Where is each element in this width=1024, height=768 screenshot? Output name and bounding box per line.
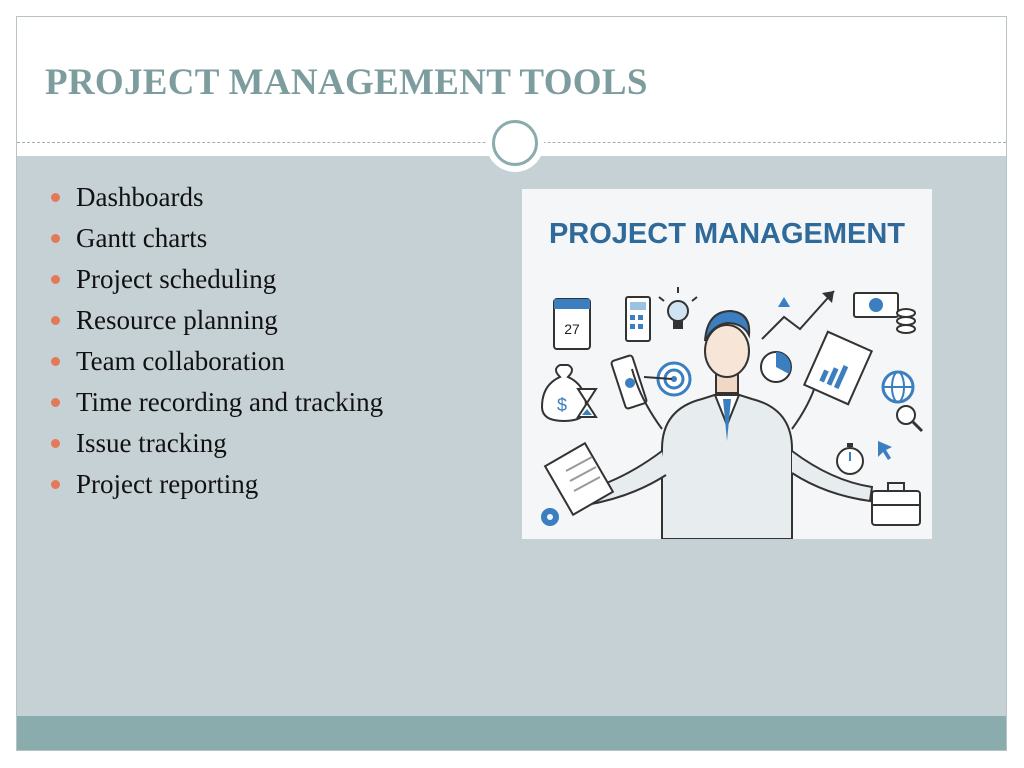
bullet-text: Issue tracking <box>76 428 227 458</box>
phone-icon <box>610 354 648 410</box>
calendar-day: 27 <box>564 321 580 337</box>
slide: PROJECT MANAGEMENT TOOLS Dashboards Gant… <box>16 16 1007 751</box>
magnifier-icon <box>896 405 924 433</box>
money-stack-icon <box>853 292 916 334</box>
svg-text:$: $ <box>557 395 567 415</box>
target-icon <box>643 361 692 397</box>
bullet-text: Project scheduling <box>76 264 277 294</box>
report-chart-icon <box>802 330 874 406</box>
bullet-item: Resource planning <box>51 300 383 341</box>
bullet-dot-icon <box>51 398 60 407</box>
bullet-item: Gantt charts <box>51 218 383 259</box>
bullet-dot-icon <box>51 316 60 325</box>
hourglass-icon <box>576 388 598 418</box>
bullet-text: Project reporting <box>76 469 259 499</box>
footer-bar <box>17 716 1006 750</box>
document-icon <box>543 441 615 517</box>
circle-ornament-icon <box>486 114 544 172</box>
bullet-text: Dashboards <box>76 182 204 212</box>
bullet-item: Team collaboration <box>51 341 383 382</box>
growth-arrow-icon <box>761 290 835 340</box>
illustration-svg: PROJECT MANAGEMENT 27 <box>540 218 924 539</box>
businessman-icon <box>580 309 874 539</box>
ornament-ring <box>492 120 538 166</box>
lightbulb-icon <box>658 287 698 329</box>
bullet-dot-icon <box>51 234 60 243</box>
bullet-dot-icon <box>51 480 60 489</box>
bullet-dot-icon <box>51 439 60 448</box>
bullet-item: Project reporting <box>51 464 383 505</box>
bullet-text: Gantt charts <box>76 223 208 253</box>
bullet-dot-icon <box>51 357 60 366</box>
bullet-item: Dashboards <box>51 177 383 218</box>
bullet-item: Project scheduling <box>51 259 383 300</box>
money-bag-icon: $ <box>540 364 588 423</box>
briefcase-icon <box>871 482 921 526</box>
bullet-item: Issue tracking <box>51 423 383 464</box>
globe-icon <box>881 370 915 404</box>
gear-icon <box>541 508 559 526</box>
bullet-dot-icon <box>51 193 60 202</box>
slide-title: PROJECT MANAGEMENT TOOLS <box>45 62 648 103</box>
bullet-item: Time recording and tracking <box>51 382 383 423</box>
cursor-icon <box>878 441 892 460</box>
bullet-text: Time recording and tracking <box>76 387 384 417</box>
bullet-text: Resource planning <box>76 305 278 335</box>
calculator-icon <box>625 296 651 342</box>
bullet-text: Team collaboration <box>76 346 285 376</box>
bullet-list: Dashboards Gantt charts Project scheduli… <box>51 177 383 505</box>
bullet-dot-icon <box>51 275 60 284</box>
calendar-icon: 27 <box>553 298 591 350</box>
illustration-heading: PROJECT MANAGEMENT <box>549 218 905 250</box>
pie-chart-icon <box>760 351 792 383</box>
project-management-illustration: PROJECT MANAGEMENT 27 <box>522 189 932 539</box>
stopwatch-icon <box>836 443 864 475</box>
